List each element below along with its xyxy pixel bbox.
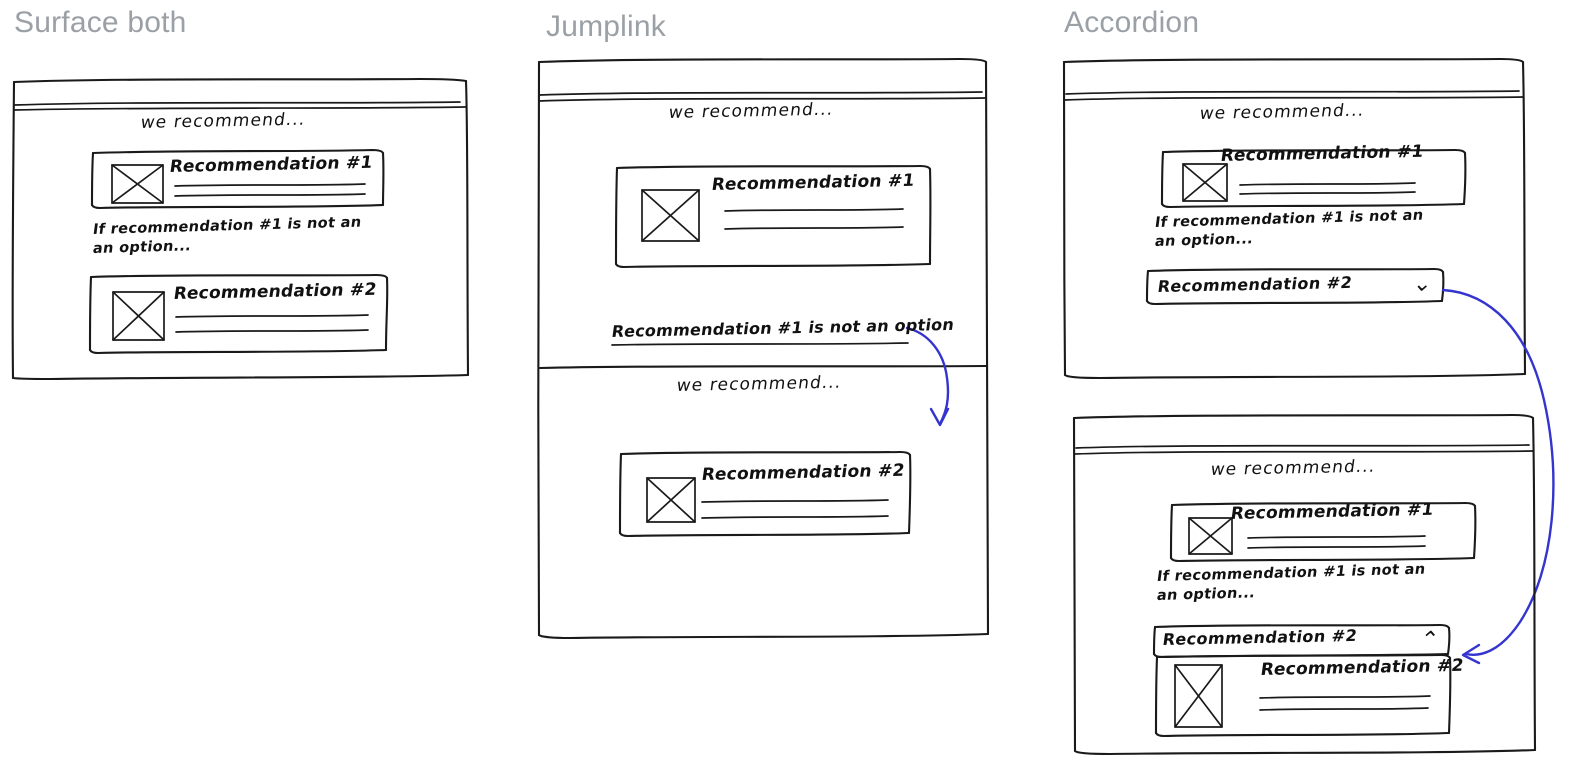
browser-frame-surface-both bbox=[11, 77, 470, 381]
heading-we-recommend-accordion-collapsed: we recommend... bbox=[1198, 100, 1366, 124]
card-box-jumplink-2 bbox=[618, 450, 912, 538]
heading-we-recommend-surface: we recommend... bbox=[139, 109, 307, 133]
annotation-arrow-jumplink bbox=[905, 326, 950, 427]
heading-we-recommend-accordion-expanded: we recommend... bbox=[1209, 456, 1377, 480]
chevron-down-icon[interactable]: ⌄ bbox=[1411, 271, 1434, 297]
section-title-accordion: Accordion bbox=[1064, 6, 1200, 39]
section-title-jumplink: Jumplink bbox=[546, 10, 666, 43]
annotation-arrow-accordion bbox=[1441, 288, 1555, 665]
chevron-up-icon[interactable]: ⌃ bbox=[1418, 627, 1441, 653]
interstitial-text-surface-line2: an option... bbox=[91, 238, 193, 257]
jumplink-underline bbox=[611, 342, 909, 346]
section-title-surface-both: Surface both bbox=[14, 6, 187, 39]
card-box-accordion-collapsed-1 bbox=[1160, 148, 1467, 209]
card-box-surface-2 bbox=[88, 273, 389, 355]
browser-frame-jumplink bbox=[537, 57, 990, 640]
card-box-accordion-revealed bbox=[1154, 653, 1452, 738]
heading-we-recommend-jumplink-bottom: we recommend... bbox=[675, 372, 843, 396]
card-box-jumplink-1 bbox=[614, 164, 932, 269]
accordion-row-collapsed bbox=[1145, 267, 1445, 306]
browser-frame-accordion-expanded bbox=[1072, 413, 1537, 756]
interstitial-text-accordion-expanded-line2: an option... bbox=[1155, 585, 1257, 604]
card-box-accordion-expanded-1 bbox=[1169, 501, 1477, 563]
heading-we-recommend-jumplink-top: we recommend... bbox=[667, 99, 835, 123]
interstitial-text-accordion-collapsed-line2: an option... bbox=[1153, 231, 1255, 250]
card-box-surface-1 bbox=[90, 148, 385, 210]
browser-frame-accordion-collapsed bbox=[1062, 57, 1527, 380]
